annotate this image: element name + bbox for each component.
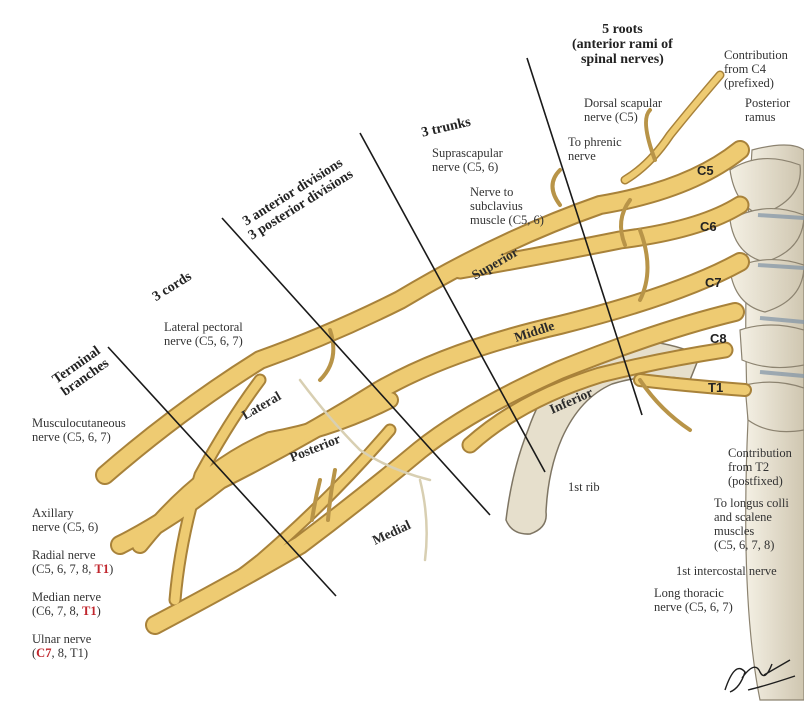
label-median-nerve: Median nerve (C6, 7, 8, T1)	[32, 590, 102, 618]
cords-branches-divider	[107, 346, 337, 597]
intervertebral-discs	[757, 213, 804, 378]
section-divider-lines	[107, 57, 643, 597]
label-first-rib: 1st rib	[568, 480, 600, 494]
root-c6-label: C6	[700, 219, 717, 234]
root-c8-label: C8	[710, 331, 727, 346]
label-ulnar-nerve: Ulnar nerve (C7, 8, T1)	[32, 632, 92, 660]
label-radial-nerve: Radial nerve (C5, 6, 7, 8, T1)	[32, 548, 114, 576]
cord-medial-label: Medial	[370, 517, 413, 548]
header-roots-line1: 5 roots	[602, 22, 643, 37]
root-t1-label: T1	[708, 380, 723, 395]
label-first-intercostal-nerve: 1st intercostal nerve	[676, 564, 777, 578]
header-roots-line2: (anterior rami of	[572, 37, 673, 52]
trunks-divisions-divider	[359, 132, 546, 473]
netter-signature	[724, 659, 796, 693]
header-roots: 5 roots (anterior rami of spinal nerves)	[572, 22, 673, 67]
root-c7-label: C7	[705, 275, 722, 290]
root-c5-label: C5	[697, 163, 714, 178]
roots-trunks-divider	[526, 57, 643, 416]
nerve-group	[95, 70, 752, 635]
divisions-cords-divider	[221, 217, 491, 516]
header-roots-line3: spinal nerves)	[580, 52, 664, 67]
vertebral-column	[729, 144, 804, 701]
